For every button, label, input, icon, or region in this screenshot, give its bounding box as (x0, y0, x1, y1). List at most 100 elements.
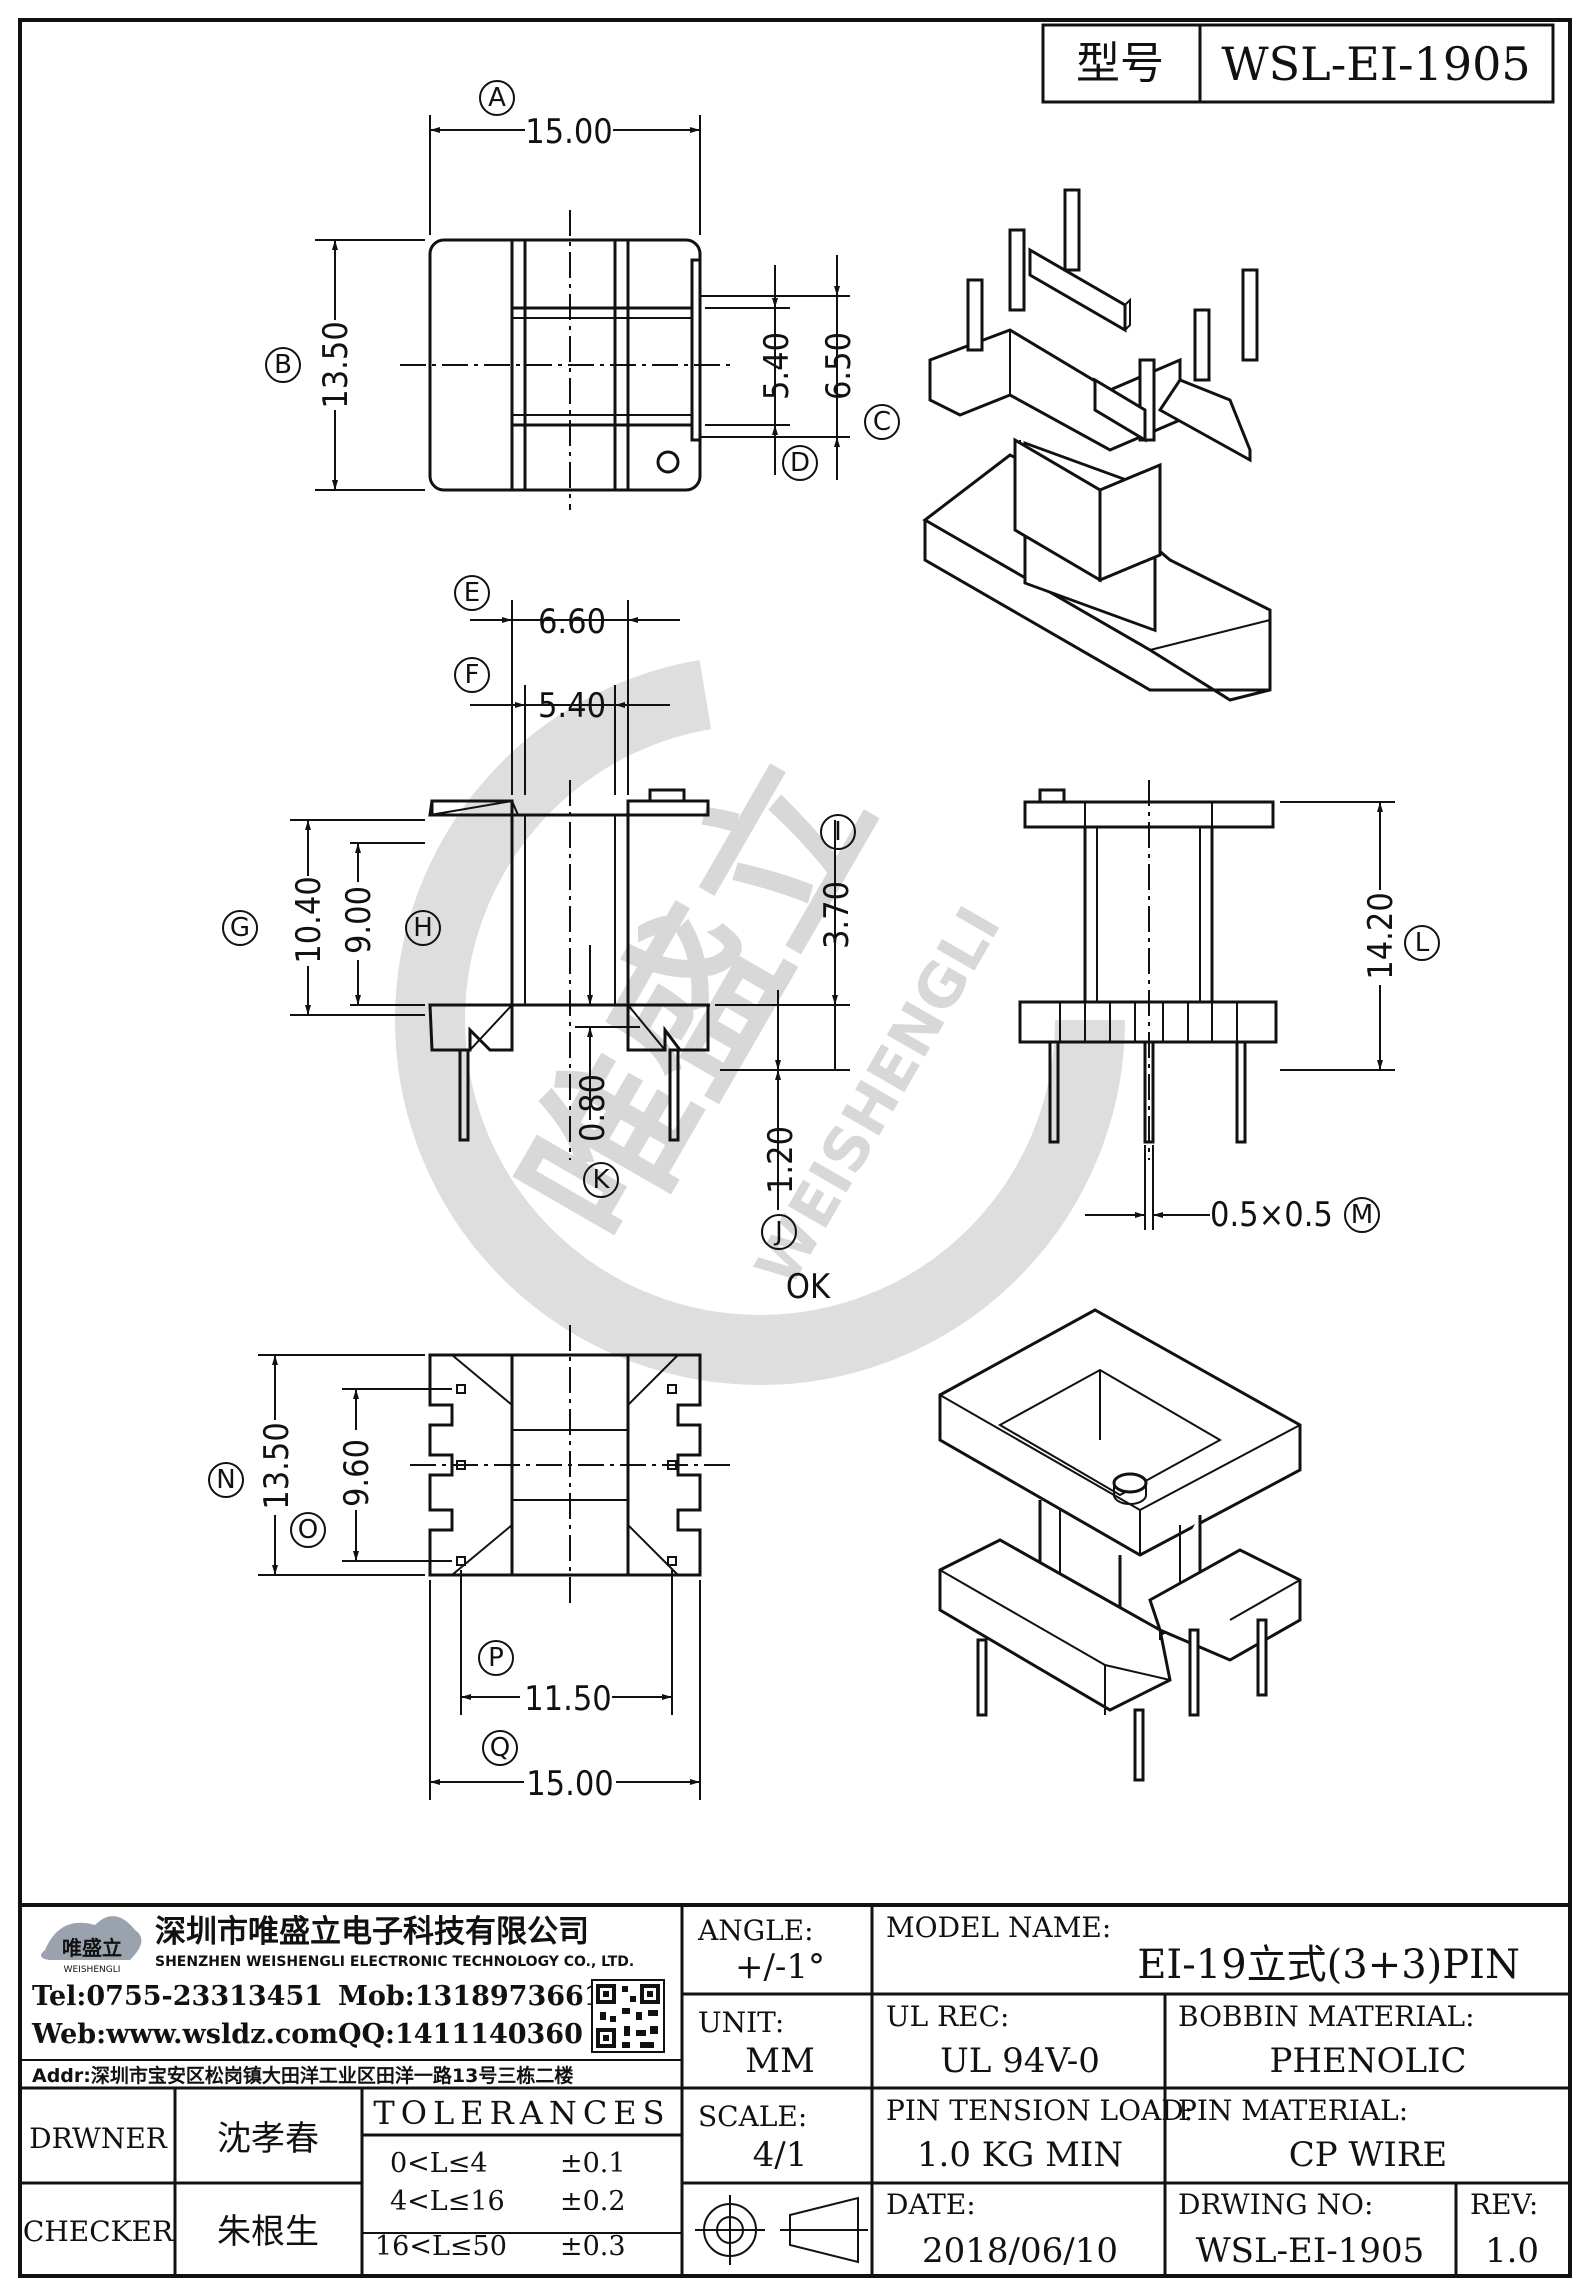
dim-M: 0.5×0.5 M (1085, 1145, 1380, 1235)
top-view (400, 210, 730, 510)
label-H: H (413, 913, 433, 943)
drawing-no-value: WSL-EI-1905 (1196, 2231, 1425, 2271)
label-N: N (216, 1465, 235, 1495)
tol-value-2: ±0.2 (560, 2186, 626, 2217)
model-number: WSL-EI-1905 (1221, 37, 1530, 91)
rev-label: REV: (1470, 2188, 1538, 2221)
tolerances-label: TOLERANCES (373, 2094, 670, 2132)
dim-N: 13.50 N (208, 1354, 425, 1576)
pin-tension-value: 1.0 KG MIN (917, 2135, 1123, 2175)
dim-O: 9.60 O (290, 1388, 452, 1562)
dim-M-value: 0.5×0.5 (1210, 1195, 1333, 1235)
label-C: C (873, 407, 891, 437)
tol-range-2: 4<L≤16 (390, 2186, 505, 2217)
unit-label: UNIT: (698, 2006, 784, 2039)
company-addr: Addr:深圳市宝安区松岗镇大田洋工业区田洋一路13号三栋二楼 (32, 2064, 573, 2087)
dim-N-value: 13.50 (257, 1422, 297, 1510)
side-view (1018, 780, 1278, 1160)
qr-code (591, 1979, 665, 2053)
dim-B: 13.50 B (265, 239, 425, 491)
dim-B-value: 13.50 (316, 321, 356, 409)
dim-K-value: 0.80 (573, 1074, 613, 1142)
dim-J: 1.20 J (720, 990, 801, 1250)
label-P: P (488, 1643, 504, 1673)
dim-H-value: 9.00 (339, 886, 379, 954)
ok-mark: OK (786, 1267, 831, 1307)
model-header: 型号 WSL-EI-1905 (1041, 23, 1555, 104)
tol-value-3: ±0.3 (560, 2231, 626, 2262)
dim-D: 5.40 D (705, 265, 818, 481)
company-mob: Mob:13189736612 (338, 1981, 621, 2012)
dim-E-value: 6.60 (538, 602, 606, 642)
dim-L-value: 14.20 (1361, 892, 1401, 980)
title-block: 唯盛立 WEISHENGLI 深圳市唯盛立电子科技有限公司 SHENZHEN W… (20, 1903, 1570, 2276)
dim-O-value: 9.60 (337, 1439, 377, 1507)
company-web: Web:www.wsldz.com (31, 2019, 338, 2050)
dim-C: 6.50 C (700, 255, 900, 480)
label-D: D (790, 448, 810, 478)
label-G: G (230, 913, 250, 943)
model-name-label: MODEL NAME: (886, 1911, 1111, 1944)
iso-view-pins-down (938, 1308, 1302, 1782)
label-O: O (298, 1515, 318, 1545)
unit-value: MM (745, 2041, 815, 2081)
front-view (428, 780, 710, 1160)
scale-label: SCALE: (698, 2100, 807, 2133)
dim-P-value: 11.50 (524, 1679, 612, 1719)
rev-value: 1.0 (1485, 2231, 1539, 2271)
dim-E: 6.60 E (454, 575, 680, 795)
tol-value-1: ±0.1 (560, 2148, 626, 2179)
dim-D-value: 5.40 (757, 332, 797, 400)
pin-material-label: PIN MATERIAL: (1178, 2094, 1408, 2127)
pin-tension-label: PIN TENSION LOAD: (886, 2094, 1193, 2127)
date-label: DATE: (886, 2188, 976, 2221)
label-I: I (834, 817, 842, 847)
ul-label: UL REC: (886, 2000, 1009, 2033)
label-J: J (773, 1217, 783, 1247)
model-label: 型号 (1076, 38, 1164, 89)
dim-Q: 15.00 Q (429, 1580, 701, 1804)
ul-value: UL 94V-0 (940, 2041, 1100, 2081)
bottom-view (410, 1325, 730, 1605)
angle-value: +/-1° (735, 1947, 825, 1987)
company-name-en: SHENZHEN WEISHENGLI ELECTRONIC TECHNOLOG… (155, 1954, 634, 1970)
company-name-cn: 深圳市唯盛立电子科技有限公司 (155, 1914, 589, 1950)
drawer-label: DRWNER (29, 2122, 168, 2155)
drawing-no-label: DRWING NO: (1178, 2188, 1373, 2221)
bobbin-label: BOBBIN MATERIAL: (1178, 2000, 1475, 2033)
label-B: B (274, 350, 292, 380)
label-M: M (1351, 1200, 1373, 1230)
scale-value: 4/1 (753, 2135, 808, 2175)
dim-J-value: 1.20 (761, 1126, 801, 1194)
company-logo: 唯盛立 WEISHENGLI (41, 1916, 142, 1975)
dim-H: 9.00 H (339, 842, 441, 1006)
dim-A-value: 15.00 (525, 112, 613, 152)
label-K: K (592, 1165, 610, 1195)
label-L: L (1415, 928, 1430, 958)
tol-range-1: 0<L≤4 (390, 2148, 488, 2179)
company-tel: Tel:0755-23313451 (32, 1981, 323, 2012)
logo-text: 唯盛立 (62, 1936, 122, 1960)
dim-L: 14.20 L (1280, 801, 1440, 1071)
dim-I: 3.70 I (715, 814, 857, 1071)
dim-Q-value: 15.00 (526, 1764, 614, 1804)
dim-I-value: 3.70 (817, 881, 857, 949)
company-qq: QQ:1411140360 (338, 2019, 583, 2050)
date-value: 2018/06/10 (922, 2231, 1118, 2271)
checker-label: CHECKER (23, 2215, 174, 2248)
model-name-value: EI-19立式(3+3)PIN (1137, 1942, 1520, 1988)
dim-G-value: 10.40 (289, 876, 329, 964)
logo-sub: WEISHENGLI (64, 1965, 121, 1975)
dim-C-value: 6.50 (819, 332, 859, 400)
label-E: E (464, 578, 480, 608)
dim-F: 5.40 F (454, 657, 670, 795)
dim-P: 11.50 P (460, 1570, 673, 1719)
angle-label: ANGLE: (697, 1914, 814, 1947)
checker-name: 朱根生 (217, 2212, 319, 2252)
dim-G: 10.40 G (222, 819, 425, 1016)
tol-range-3: 16<L≤50 (375, 2231, 507, 2262)
dim-F-value: 5.40 (538, 686, 606, 726)
iso-view-pins-up (922, 188, 1272, 702)
label-A: A (488, 83, 506, 113)
